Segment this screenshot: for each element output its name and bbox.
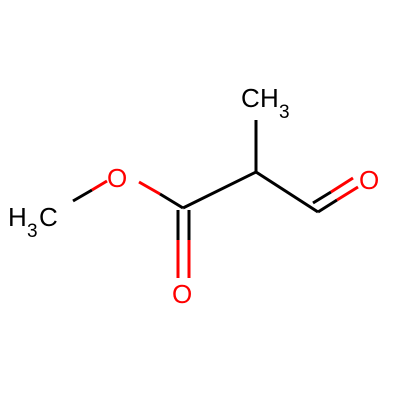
bond-c-alpha-c-aldehyde bbox=[255, 170, 319, 214]
bond-c-aldehyde-o-2-black bbox=[312, 190, 332, 205]
atom-o-aldehyde: O bbox=[359, 165, 379, 195]
atom-ch3-left-h: H bbox=[8, 202, 27, 232]
atom-ch3-left-c: C bbox=[39, 202, 58, 232]
atom-o-ester: O bbox=[107, 163, 127, 193]
atom-ch3-top-c: C bbox=[241, 83, 260, 113]
atom-ch3-top-sub: 3 bbox=[279, 102, 290, 123]
atom-ch3-left-sub: 3 bbox=[27, 221, 38, 242]
bond-c-aldehyde-o-2-red bbox=[330, 176, 354, 194]
bond-c-aldehyde-o-1-black bbox=[317, 198, 338, 214]
bond-o-ester-c-carbonyl-red bbox=[138, 180, 161, 196]
bond-o-ester-c-carbonyl-black bbox=[159, 192, 184, 210]
bond-ch3-o-ester-black bbox=[72, 188, 93, 203]
bond-c-aldehyde-o-1-red bbox=[336, 185, 359, 202]
atom-o-carbonyl: O bbox=[172, 279, 192, 309]
bond-ch3-o-ester-red bbox=[91, 179, 108, 192]
bonds bbox=[72, 120, 359, 278]
atom-labels: H 3 C O O C H 3 O bbox=[8, 83, 379, 309]
atom-ch3-top-h: H bbox=[260, 83, 279, 113]
bond-c-carbonyl-c-alpha bbox=[182, 170, 257, 210]
